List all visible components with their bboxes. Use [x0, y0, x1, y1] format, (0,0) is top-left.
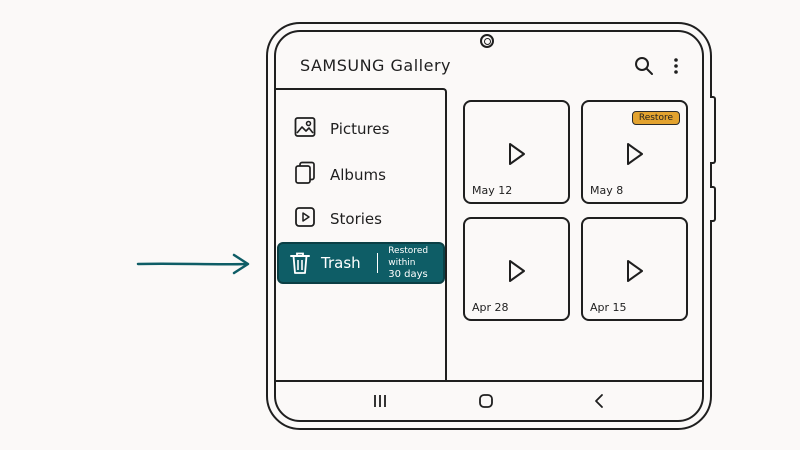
restore-button[interactable]: Restore [631, 111, 680, 125]
play-square-icon [294, 206, 316, 232]
more-vertical-icon[interactable] [666, 54, 686, 78]
divider [376, 253, 379, 273]
play-icon [509, 260, 525, 282]
phone-screen [274, 30, 704, 422]
search-icon[interactable] [632, 54, 656, 78]
trash-icon [289, 251, 311, 275]
tile-date: Apr 28 [472, 301, 509, 314]
nav-item-trash[interactable]: Trash Restored within 30 days [277, 242, 445, 284]
app-title: SAMSUNG Gallery [300, 56, 452, 75]
power-button [710, 186, 716, 222]
video-tile[interactable]: Apr 15 [581, 217, 688, 321]
pointer-arrow-icon [136, 253, 250, 275]
camera-icon [480, 34, 494, 48]
nav-item-label: Stories [330, 210, 382, 228]
back-icon[interactable] [587, 390, 611, 412]
home-icon[interactable] [474, 390, 498, 412]
tile-date: May 12 [472, 184, 513, 197]
trash-label: Trash [321, 254, 361, 272]
volume-button [710, 96, 716, 164]
video-tile[interactable]: May 12 [463, 100, 570, 204]
nav-item-albums[interactable]: Albums [294, 160, 386, 190]
nav-item-label: Albums [330, 166, 386, 184]
recents-icon[interactable] [368, 390, 392, 412]
nav-item-pictures[interactable]: Pictures [294, 114, 389, 144]
play-icon [509, 143, 525, 165]
video-tile[interactable]: Apr 28 [463, 217, 570, 321]
nav-item-stories[interactable]: Stories [294, 204, 382, 234]
play-icon [627, 260, 643, 282]
video-tile[interactable]: Restore May 8 [581, 100, 688, 204]
albums-icon [294, 161, 316, 189]
nav-item-label: Pictures [330, 120, 390, 138]
tile-date: May 8 [590, 184, 624, 197]
tile-date: Apr 15 [590, 301, 627, 314]
image-icon [294, 116, 316, 142]
navigation-panel [275, 88, 447, 380]
system-nav-divider [275, 380, 703, 382]
trash-note-line2: 30 days [388, 269, 428, 280]
trash-retention-note: Restored within 30 days [388, 245, 443, 281]
play-icon [627, 143, 643, 165]
trash-note-line1: Restored within [388, 246, 429, 268]
